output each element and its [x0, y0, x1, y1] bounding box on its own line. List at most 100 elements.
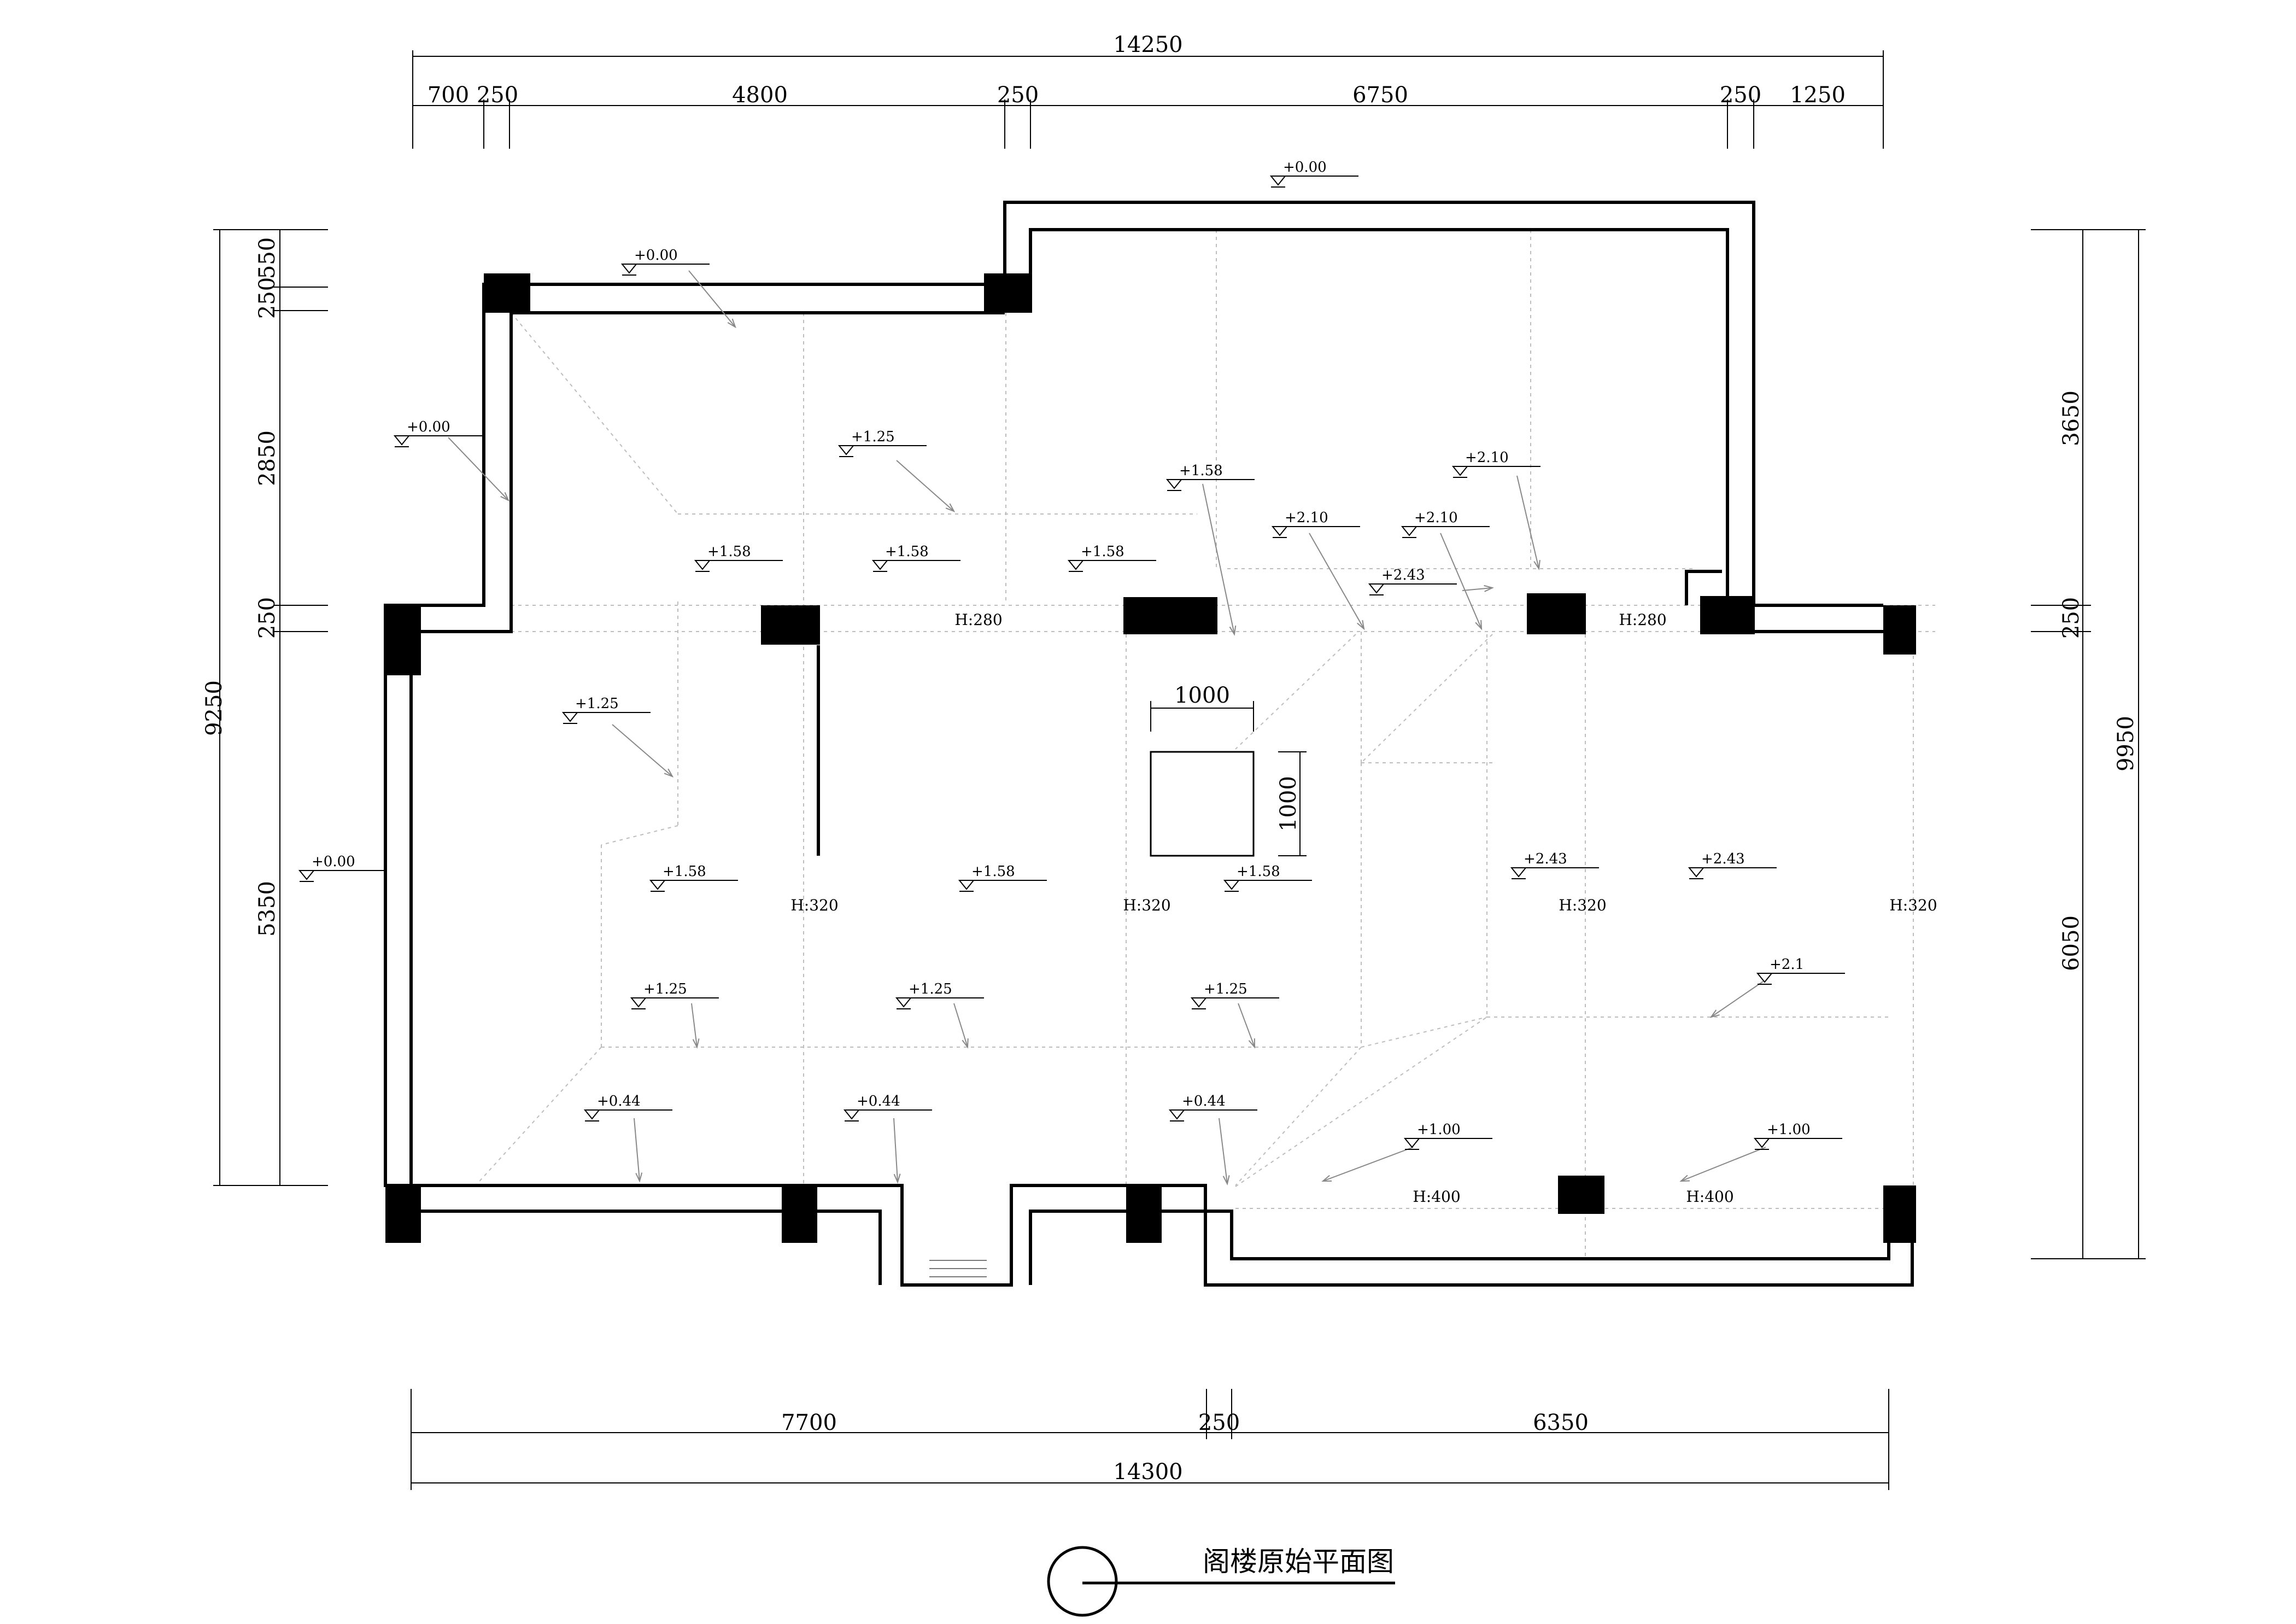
column: [782, 1185, 817, 1243]
level-mark: +1.58: [1223, 863, 1312, 892]
level-triangle-icon: [1403, 1138, 1421, 1148]
level-mark: +1.58: [1165, 463, 1255, 491]
top-segment-dimension: 700: [427, 83, 469, 108]
level-mark: +1.58: [649, 863, 738, 892]
column: [761, 605, 820, 645]
level-mark: +2.43: [1510, 851, 1599, 879]
height-label: H:320: [1123, 896, 1170, 914]
level-triangle-icon: [1756, 973, 1773, 983]
right-total-dimension: 9950: [2113, 716, 2139, 772]
dimension-labels: 14250 700 250 4800 250 6750 250 1250 770…: [202, 32, 2139, 1485]
level-mark: +2.10: [1271, 510, 1360, 538]
bottom-segment-dimension: 250: [1198, 1410, 1240, 1435]
leader-line: [1322, 1147, 1414, 1182]
level-text: +0.44: [1182, 1093, 1226, 1109]
level-marks: +0.00 +0.00 +0.00 +0.00 +1.25 +1.58 +1.5…: [298, 159, 1845, 1150]
level-mark: +1.25: [630, 981, 719, 1009]
level-triangle-icon: [1271, 526, 1288, 536]
level-mark: +1.25: [561, 696, 651, 724]
level-text: +2.43: [1381, 567, 1425, 583]
level-text: +2.10: [1465, 449, 1509, 466]
left-segment-dimension: 250: [255, 597, 280, 639]
arrow-head-icon: [1679, 1175, 1690, 1182]
roof-slope-lines: [475, 230, 1935, 1258]
level-triangle-icon: [1165, 479, 1183, 489]
bottom-segment-dimension: 6350: [1533, 1410, 1589, 1435]
level-text: +2.10: [1414, 510, 1458, 526]
arrow-head-icon: [1357, 620, 1365, 630]
walls: [384, 201, 1914, 1287]
height-label: H:400: [1413, 1188, 1460, 1206]
level-text: +1.00: [1417, 1121, 1461, 1138]
level-triangle-icon: [958, 880, 975, 890]
left-segment-dimension: 250: [255, 277, 280, 319]
level-text: +0.00: [634, 247, 678, 264]
leader-line: [1202, 483, 1235, 635]
column: [984, 273, 1032, 313]
leader-line: [1309, 533, 1364, 629]
arrow-head-icon: [635, 1172, 643, 1183]
level-text: +0.44: [857, 1093, 900, 1109]
level-triangle-icon: [630, 997, 647, 1008]
arrow-head-icon: [500, 492, 510, 502]
drawing-title-text: 阁楼原始平面图: [1203, 1546, 1394, 1578]
top-segment-dimension: 250: [1720, 83, 1761, 108]
level-triangle-icon: [649, 880, 666, 890]
level-text: +0.00: [407, 419, 450, 435]
level-text: +1.58: [1237, 863, 1280, 880]
right-segment-dimension: 6050: [2059, 915, 2084, 971]
level-triangle-icon: [1510, 867, 1527, 878]
column: [1883, 1185, 1916, 1243]
arrow-head-icon: [1321, 1175, 1332, 1182]
height-labels: H:280 H:280 H:320 H:320 H:320 H:320 H:40…: [790, 611, 1937, 1206]
leader-line: [893, 1118, 898, 1183]
level-triangle-icon: [620, 264, 638, 274]
arrow-head-icon: [893, 1173, 901, 1184]
level-text: +1.58: [707, 544, 751, 560]
level-mark: +1.58: [871, 544, 960, 572]
level-triangle-icon: [1223, 880, 1240, 890]
level-text: +1.25: [575, 696, 619, 712]
top-segment-dimension: 1250: [1790, 83, 1846, 108]
column: [484, 273, 530, 313]
level-text: +1.00: [1767, 1121, 1811, 1138]
bottom-total-dimension: 14300: [1113, 1459, 1182, 1485]
level-mark: +2.1: [1756, 956, 1845, 985]
level-text: +1.58: [1179, 463, 1223, 479]
level-text: +0.00: [312, 854, 355, 870]
left-segment-dimension: 550: [255, 237, 280, 279]
level-text: +1.58: [1081, 544, 1124, 560]
roof-opening: 1000 1000: [1150, 683, 1307, 857]
top-segment-dimension: 4800: [732, 83, 788, 108]
arrow-head-icon: [727, 318, 736, 329]
level-mark: +1.00: [1753, 1121, 1842, 1150]
arrow-head-icon: [1709, 1009, 1720, 1018]
leader-line: [1462, 587, 1493, 591]
leader-line: [1238, 1003, 1255, 1048]
level-triangle-icon: [871, 560, 889, 570]
level-text: +0.44: [597, 1093, 641, 1109]
level-text: +2.43: [1701, 851, 1745, 867]
opening-width-dimension: 1000: [1174, 683, 1230, 708]
level-text: +0.00: [1283, 159, 1327, 176]
level-triangle-icon: [1269, 176, 1287, 186]
level-mark: +0.44: [1168, 1093, 1257, 1121]
left-segment-dimension: 2850: [255, 430, 280, 486]
leader-line: [1711, 981, 1764, 1018]
arrow-head-icon: [962, 1038, 969, 1049]
level-mark: +2.10: [1401, 510, 1490, 538]
level-mark: +1.25: [837, 429, 927, 457]
leader-line: [1680, 1147, 1766, 1182]
column: [385, 605, 421, 675]
height-label: H:280: [1619, 611, 1666, 629]
level-mark: +0.00: [1269, 159, 1358, 188]
level-text: +1.25: [643, 981, 687, 997]
stairs: [929, 1260, 987, 1277]
level-text: +1.25: [851, 429, 895, 445]
height-label: H:320: [1889, 896, 1937, 914]
leader-line: [1440, 533, 1482, 629]
leader-line: [1516, 475, 1539, 569]
level-triangle-icon: [393, 435, 411, 446]
column: [1883, 605, 1916, 655]
columns: [385, 273, 1916, 1243]
